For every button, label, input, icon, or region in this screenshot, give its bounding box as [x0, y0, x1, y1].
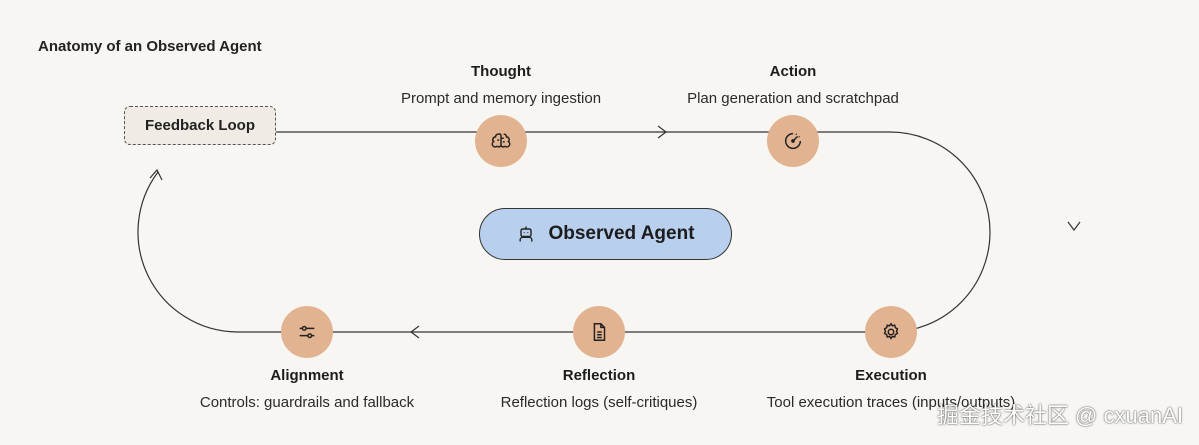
execution-node: [865, 306, 917, 358]
diagram-title: Anatomy of an Observed Agent: [38, 38, 262, 55]
thought-node: [475, 115, 527, 167]
gauge-icon: [784, 132, 802, 150]
reflection-title: Reflection: [562, 367, 636, 384]
reflection-node: [573, 306, 625, 358]
left-arc: [137, 171, 238, 333]
execution-desc: Tool execution traces (inputs/outputs): [766, 394, 1016, 411]
observed-agent-pill: Observed Agent: [479, 208, 732, 260]
sliders-icon: [299, 325, 315, 339]
thought-desc: Prompt and memory ingestion: [400, 90, 602, 107]
arrow-down-right: [1067, 221, 1081, 231]
brain-icon: [491, 133, 511, 148]
robot-icon: [519, 226, 534, 242]
watermark: 掘金技术社区 @ cxuanAI: [936, 403, 1183, 428]
thought-title: Thought: [471, 63, 531, 80]
document-icon: [593, 323, 606, 341]
observed-agent-label: Observed Agent: [548, 223, 695, 244]
arrow-up-left: [149, 168, 163, 181]
alignment-desc: Controls: guardrails and fallback: [199, 394, 415, 411]
execution-title: Execution: [855, 367, 927, 384]
feedback-loop-box: Feedback Loop: [124, 106, 276, 145]
reflection-desc: Reflection logs (self-critiques): [500, 394, 698, 411]
right-arc: [889, 131, 991, 333]
arrow-right-top: [657, 125, 667, 139]
action-title: Action: [769, 63, 817, 80]
alignment-title: Alignment: [270, 367, 344, 384]
alignment-node: [281, 306, 333, 358]
gear-icon: [883, 322, 899, 340]
action-node: [767, 115, 819, 167]
action-desc: Plan generation and scratchpad: [687, 90, 899, 107]
arrow-left-bottom: [410, 325, 420, 339]
